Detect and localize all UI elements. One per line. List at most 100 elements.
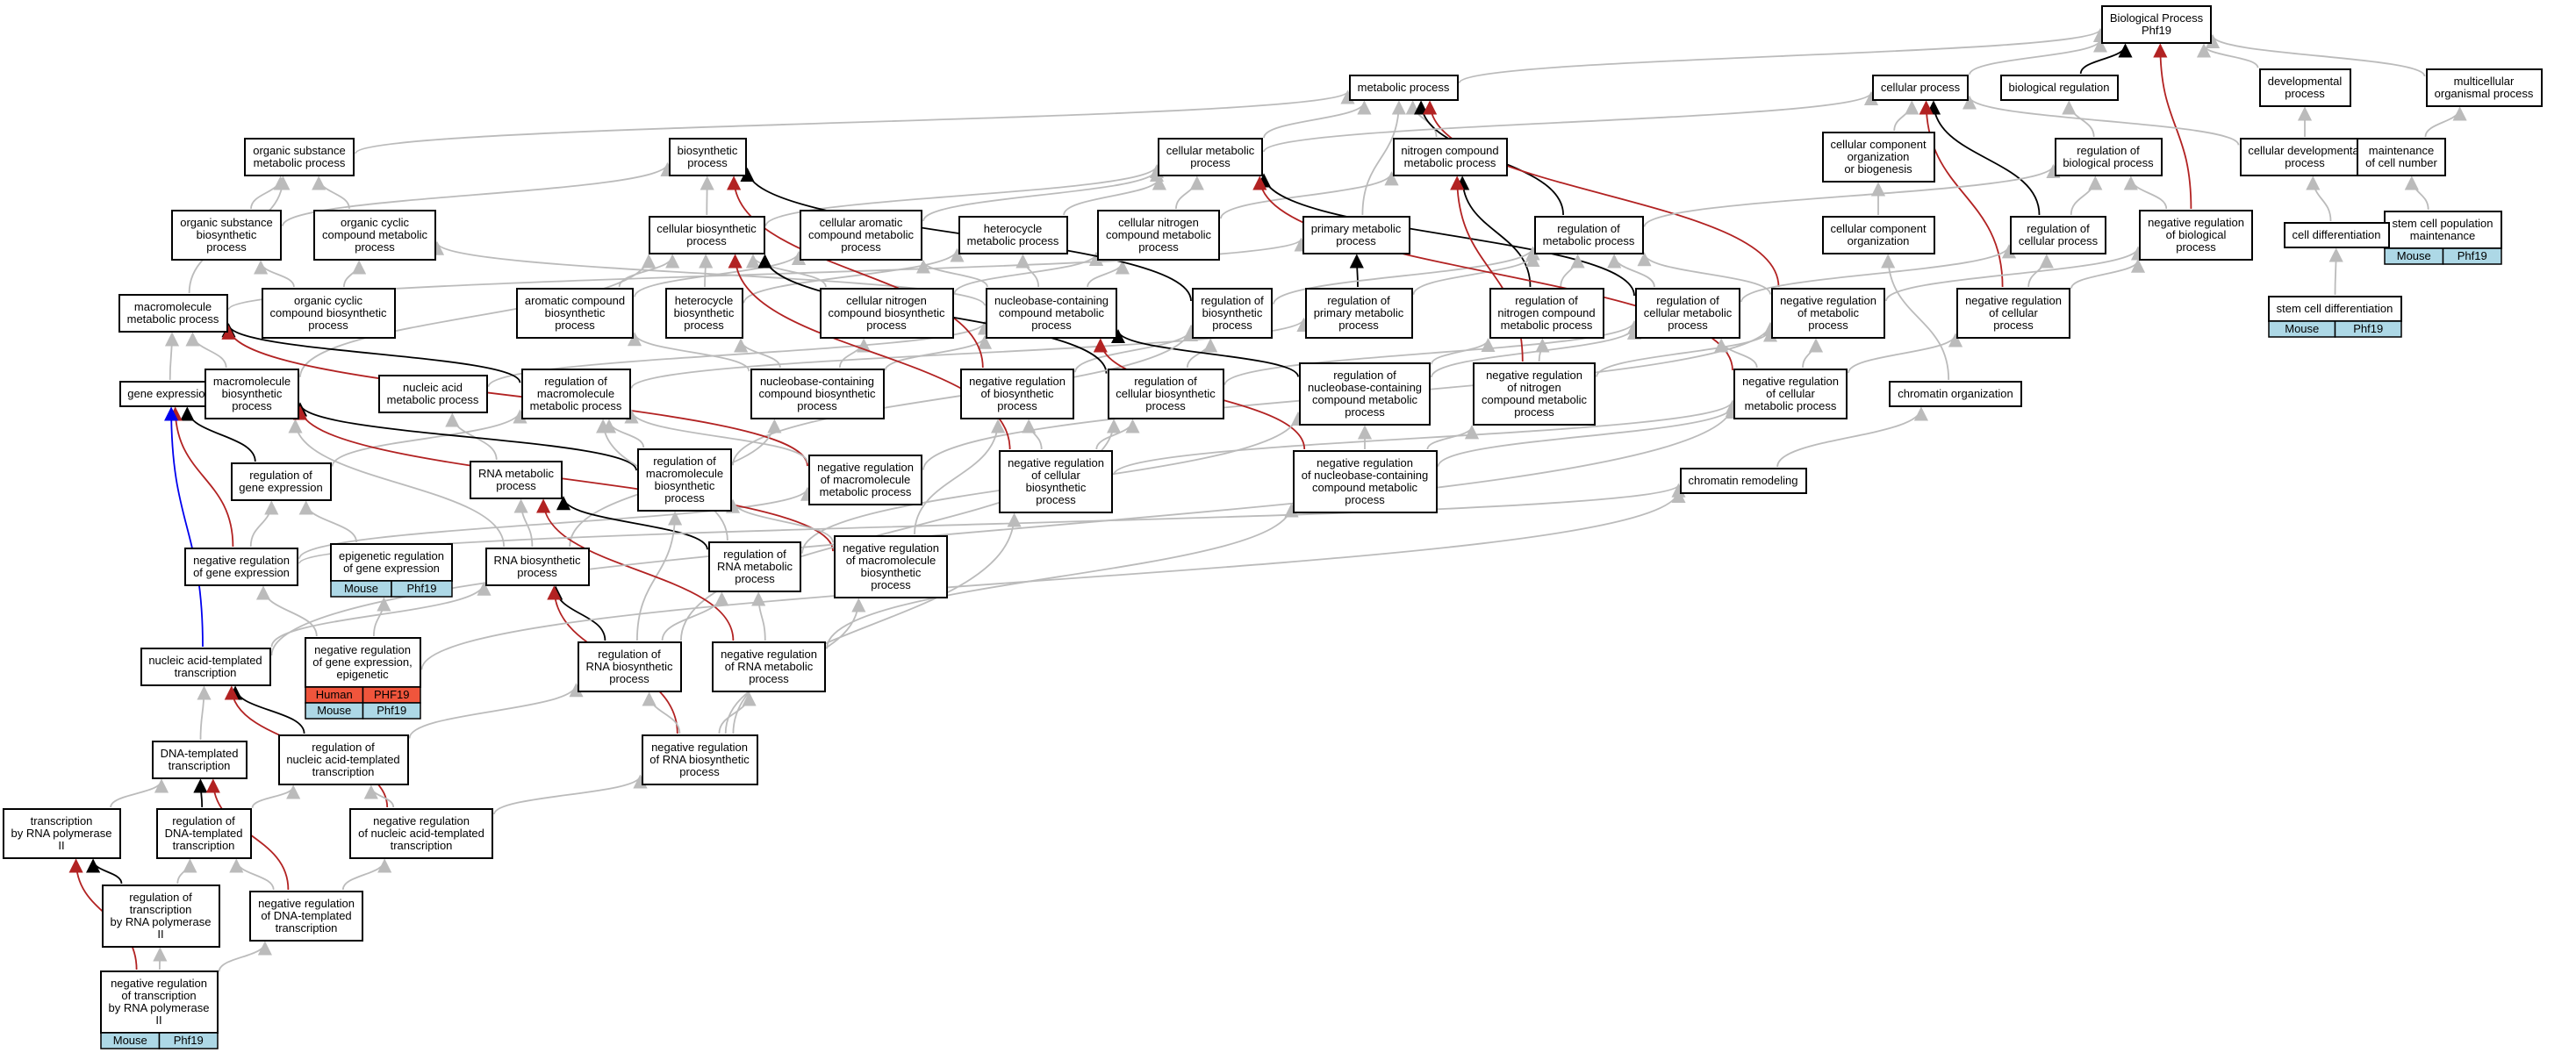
go-term-node[interactable]: biological regulation (2000, 75, 2119, 101)
node-label-line: negative regulation (258, 897, 355, 910)
node-box (521, 369, 631, 419)
node-label-line: by RNA polymerase (109, 1001, 210, 1014)
node-label-line: process (1514, 405, 1554, 419)
go-term-node[interactable]: regulation ofmacromoleculebiosyntheticpr… (637, 448, 732, 512)
node-label-line: macromolecule (213, 375, 291, 388)
node-label-line: chromatin remodeling (1688, 474, 1797, 487)
edge-red (221, 325, 808, 467)
go-term-node[interactable]: regulation ofnucleobase-containingcompou… (1299, 362, 1431, 426)
go-term-node[interactable]: metabolic process (1349, 75, 1459, 101)
node-label-line: nucleobase-containing (1308, 381, 1422, 394)
go-term-node[interactable]: chromatin organization (1889, 381, 2022, 407)
go-term-node[interactable]: chromatin remodeling (1680, 468, 1807, 494)
edge-gray (343, 260, 367, 288)
node-label-line: biosynthetic (655, 479, 715, 492)
node-label-line: of metabolic (1797, 306, 1860, 319)
edge-black (1349, 254, 1364, 288)
node-label-line: process (1345, 405, 1385, 419)
node-box (669, 138, 747, 176)
edge-gray (914, 419, 1006, 535)
edge-gray (1431, 337, 1496, 365)
edge-gray (2206, 33, 2426, 77)
edge-gray (1405, 100, 1438, 138)
edge-gray (312, 175, 350, 210)
node-box (578, 641, 682, 692)
node-label-line: cellular biosynthetic (657, 222, 757, 235)
node-box (712, 641, 826, 692)
node-label-line: compound metabolic (999, 306, 1104, 319)
species-label: Human (316, 688, 353, 701)
go-term-node[interactable]: cell differentiation (2284, 222, 2390, 248)
go-term-node[interactable]: cellular process (1872, 75, 1969, 101)
node-label-line: negative regulation (193, 554, 290, 567)
